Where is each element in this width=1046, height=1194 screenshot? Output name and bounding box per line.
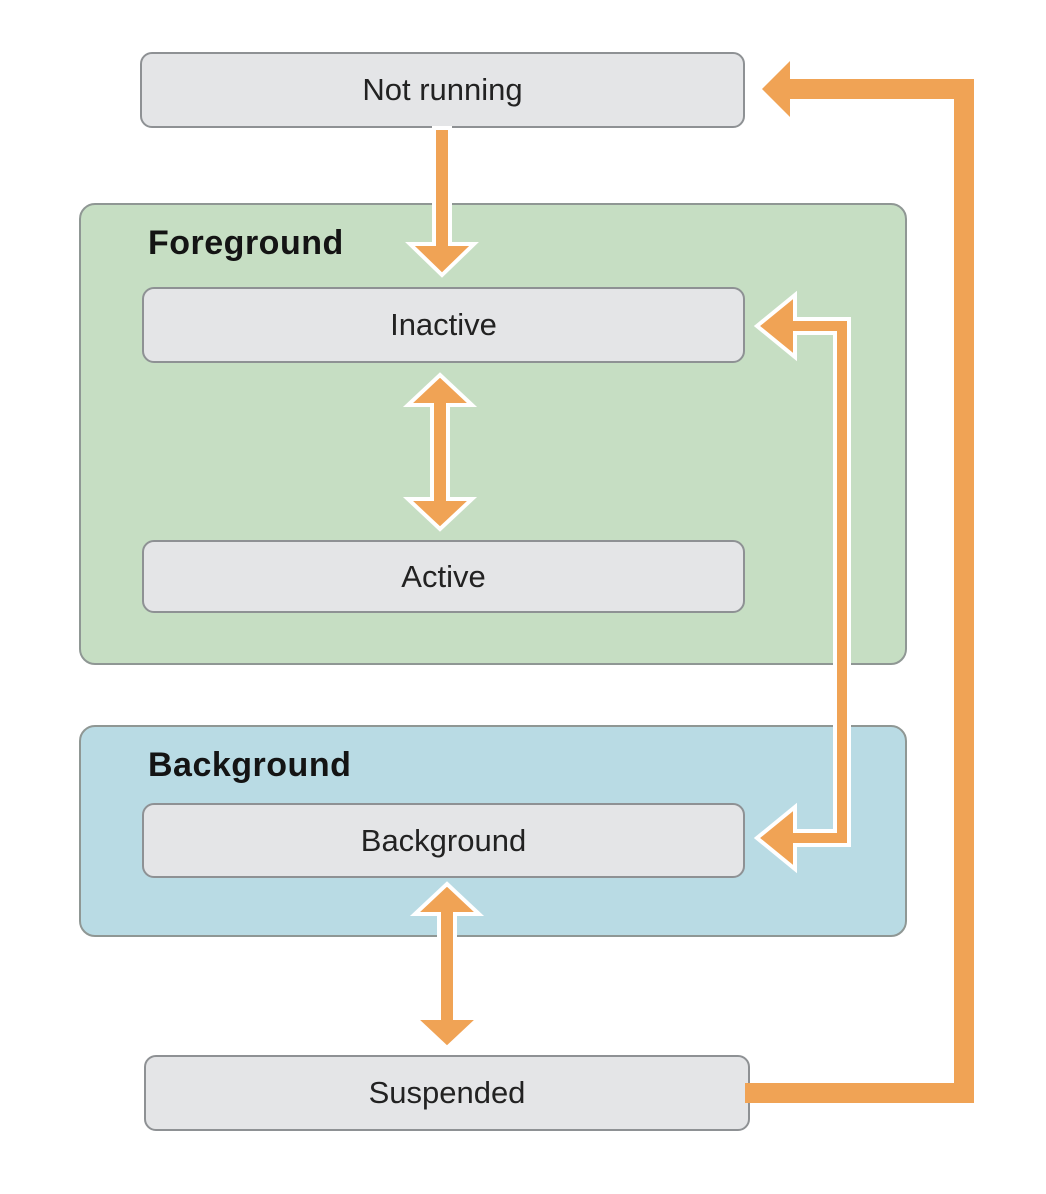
state-label-inactive: Inactive <box>390 307 497 342</box>
foreground-group-label: Foreground <box>148 224 344 262</box>
state-node-background: Background <box>142 803 745 878</box>
state-node-active: Active <box>142 540 745 613</box>
state-node-inactive: Inactive <box>142 287 745 363</box>
state-label-not-running: Not running <box>362 72 523 107</box>
state-label-active: Active <box>401 558 486 594</box>
background-group-label: Background <box>148 746 352 784</box>
state-label-suspended: Suspended <box>368 1075 526 1110</box>
state-node-not-running: Not running <box>140 52 745 128</box>
state-label-background: Background <box>360 822 527 858</box>
state-node-suspended: Suspended <box>144 1055 750 1131</box>
